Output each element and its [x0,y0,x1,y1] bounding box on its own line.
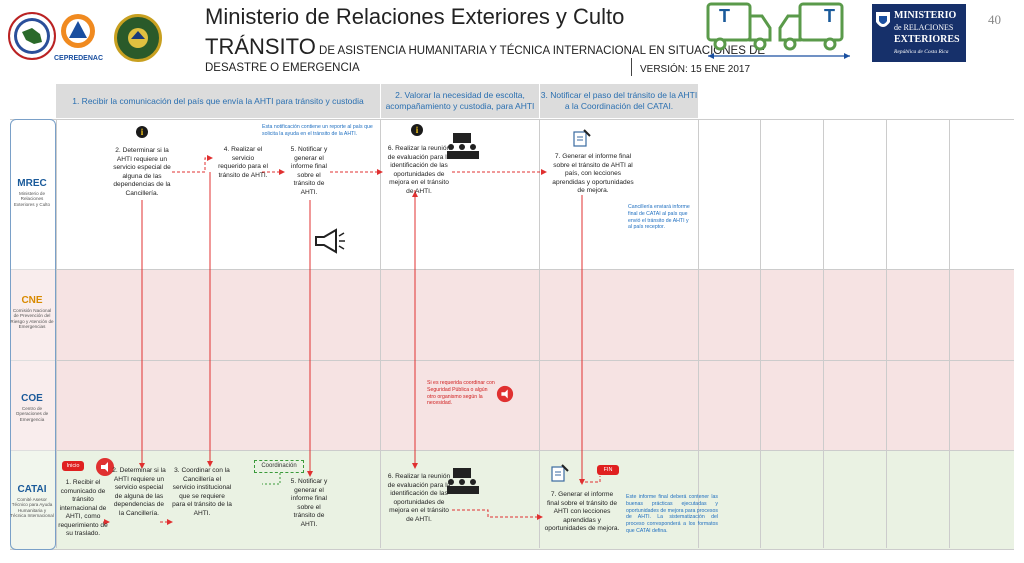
grid-line [760,119,761,548]
step-catai-6: 6. Realizar la reunión de evaluación par… [387,473,451,523]
step-catai-7: 7. Generar el informe final sobre el trá… [544,491,620,533]
cepredenac-logo: CEPREDENAC [54,12,104,62]
meeting-icon [447,468,479,494]
column-header-2: 2. Valorar la necesidad de escolta, acom… [381,84,539,118]
divider [631,58,632,76]
grid-line [698,119,699,548]
mre-logo: MINISTERIO de RELACIONES EXTERIORES Repú… [872,4,966,62]
grid-line [823,119,824,548]
mre-logo-line3: EXTERIORES [894,34,960,45]
alarm-bell-icon [96,458,114,476]
step-mrec-4: 4. Realizar el servicio requerido para e… [218,146,268,179]
cepredenac-emblem-icon [61,14,95,48]
document-edit-icon [573,129,591,147]
lane-desc-coe: Centro de Operaciones de Emergencia [15,406,49,422]
lane-desc-catai: Comité Asesor Técnico para Ayuda Humanit… [10,497,54,518]
truck-icon-left [706,2,772,51]
lane-name-mrec: MREC [17,178,47,189]
transit-trucks-graphic [706,2,850,59]
truck-letter-left: T [719,6,730,26]
coat-of-arms-icon [128,28,148,48]
page-subtitle: TRÁNSITO DE ASISTENCIA HUMANITARIA Y TÉC… [205,34,766,59]
megaphone-icon [315,228,345,254]
bidirectional-arrow-icon [708,53,850,59]
step-catai-1: 1. Recibir el comunicado de tránsito int… [58,479,108,538]
step-mrec-7: 7. Generar el informe final sobre el trá… [552,153,634,195]
note-coe-coordination: Si es requerida coordinar con Seguridad … [427,380,495,407]
connector-catai-6-7 [452,509,543,520]
end-node: FIN [597,465,619,475]
truck-letter-right: T [824,6,835,26]
step-catai-5: 5. Notificar y generar el informe final … [290,478,328,528]
lane-name-cne: CNE [21,295,43,306]
step-mrec-5: 5. Notificar y generar el informe final … [290,146,328,196]
grid-line [56,119,57,548]
lane-cne [10,269,1014,361]
step-catai-2: 2. Determinar si la AHTI requiere un ser… [112,467,166,517]
step-catai-3: 3. Coordinar con la Cancillería el servi… [172,467,232,517]
lane-coe [10,360,1014,451]
grid-line [886,119,887,548]
document-edit-icon [551,464,569,482]
column-header-1: 1. Recibir la comunicación del país que … [56,84,380,118]
info-icon: i [136,126,148,138]
mre-logo-line2: de RELACIONES [894,23,954,32]
lane-label-bar [10,119,56,550]
grid-line [949,119,950,548]
start-node: Inicio [62,461,84,471]
lane-desc-cne: Comisión Nacional de Prevención del Ries… [10,308,54,329]
step-mrec-2: 2. Determinar si la AHTI requiere un ser… [113,147,171,197]
connector-catai-7-fin [580,476,601,483]
column-header-3: 3. Notificar el paso del tránsito de la … [540,84,698,118]
lane-label-mrec: MREC Ministerio de Relaciones Exteriores… [10,178,54,207]
connector-coordinacion [262,473,281,485]
note-mrec-final-report: Cancillería enviará informe final de CAT… [628,204,690,231]
cepredenac-label: CEPREDENAC [54,55,104,62]
coordination-box: Coordinación [254,460,304,473]
national-shield-icon [876,12,890,27]
lane-label-cne: CNE Comisión Nacional de Prevención del … [10,295,54,329]
lane-catai [10,450,1014,550]
lane-name-catai: CATAI [17,484,47,495]
lane-desc-mrec: Ministerio de Relaciones Exteriores y Cu… [13,191,51,207]
grid-line [380,119,381,548]
page-subtitle-line3: DESASTRE O EMERGENCIA [205,62,360,74]
meeting-icon [447,133,479,159]
page-title: Ministerio de Relaciones Exteriores y Cu… [205,4,625,29]
lane-label-catai: CATAI Comité Asesor Técnico para Ayuda H… [10,484,54,518]
country-map-icon [22,28,42,44]
page-number: 40 [988,12,1001,27]
version-label: VERSIÓN: 15 ENE 2017 [640,64,751,75]
truck-icon-right [778,2,844,51]
lane-name-coe: COE [21,393,43,404]
info-icon: i [411,124,423,136]
lane-label-coe: COE Centro de Operaciones de Emergencia [10,393,54,422]
mre-logo-line4: República de Costa Rica [894,49,949,55]
connector-mrec-2-4 [172,155,213,173]
mre-logo-line1: MINISTERIO [894,10,957,21]
logo-seal-3 [114,14,162,62]
logo-seal-1 [8,12,56,60]
note-mrec-notification: Esta notificación contiene un reporte al… [262,124,373,137]
alarm-bell-icon [496,385,514,403]
step-mrec-6: 6. Realizar la reunión de evaluación par… [387,145,451,195]
lane-mrec [10,119,1014,270]
grid-line [539,119,540,548]
note-catai-final-report: Este informe final deberá contener las b… [626,494,718,534]
